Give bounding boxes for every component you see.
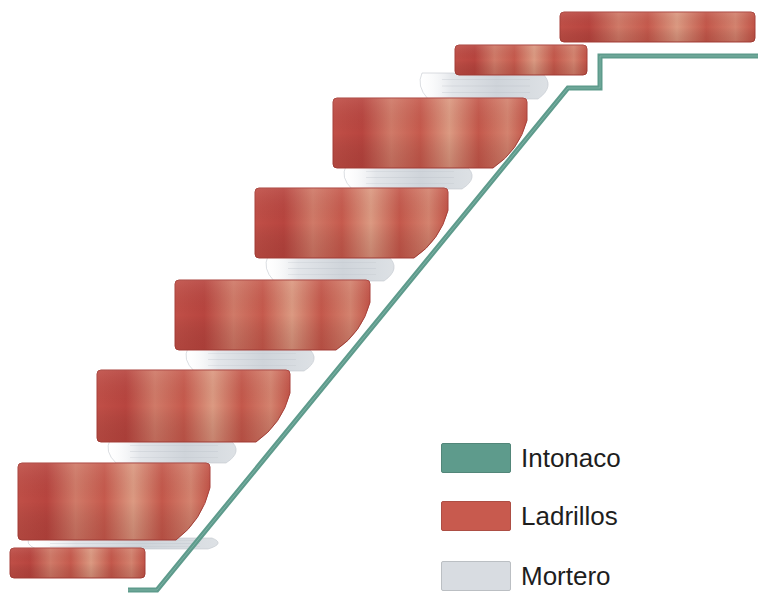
legend-swatch [441, 561, 511, 591]
mortar-joint [108, 440, 236, 463]
brick [10, 548, 145, 578]
mortar-streak [442, 79, 530, 80]
brick-shade [560, 12, 755, 42]
brick [255, 188, 448, 258]
plaster-line [128, 56, 758, 590]
legend-label: Intonaco [521, 445, 621, 471]
legend-swatch [441, 501, 511, 531]
mortar-streak [208, 359, 296, 360]
brick-courses [10, 12, 755, 578]
mortar-joint [420, 73, 548, 99]
brick [97, 370, 290, 442]
brick [560, 12, 755, 42]
mortar-streak [442, 86, 530, 87]
brick-body [18, 463, 210, 540]
legend-label: Ladrillos [521, 503, 618, 529]
brick-shade [18, 463, 210, 540]
mortar-streak [288, 262, 376, 263]
brick-body [10, 548, 145, 578]
mortar-streak [366, 171, 454, 172]
brick-shade [10, 548, 145, 578]
mortar-joint [344, 166, 472, 189]
brick-body [455, 45, 587, 75]
brick-body [175, 280, 370, 350]
legend-item: Intonaco [441, 441, 621, 475]
plaster-line-highlight [128, 56, 758, 590]
mortar-streak [50, 543, 200, 544]
legend-label: Mortero [521, 563, 611, 589]
legend-item: Mortero [441, 559, 611, 593]
brick-body [255, 188, 448, 258]
brick-shade [455, 45, 587, 75]
brick-shade [333, 98, 527, 168]
mortar-streak [288, 274, 376, 275]
brick-shade [255, 188, 448, 258]
brick-shade [97, 370, 290, 442]
mortar-streak [130, 451, 218, 452]
brick-body [560, 12, 755, 42]
brick [18, 463, 210, 540]
legend-item: Ladrillos [441, 499, 618, 533]
brick-shade [175, 280, 370, 350]
brick [333, 98, 527, 168]
mortar-streak [130, 457, 218, 458]
brick-body [97, 370, 290, 442]
mortar-streak [288, 268, 376, 269]
brick [175, 280, 370, 350]
mortar-streak [130, 445, 218, 446]
legend-swatch [441, 443, 511, 473]
brick-body [333, 98, 527, 168]
mortar-streak [208, 365, 296, 366]
brick [455, 45, 587, 75]
mortar-joint [266, 256, 394, 281]
mortar-streak [50, 546, 200, 547]
mortar-streak [442, 92, 530, 93]
mortar-streak [366, 177, 454, 178]
mortar-joint [186, 348, 314, 371]
mortar-streak [366, 183, 454, 184]
mortar-streak [208, 353, 296, 354]
